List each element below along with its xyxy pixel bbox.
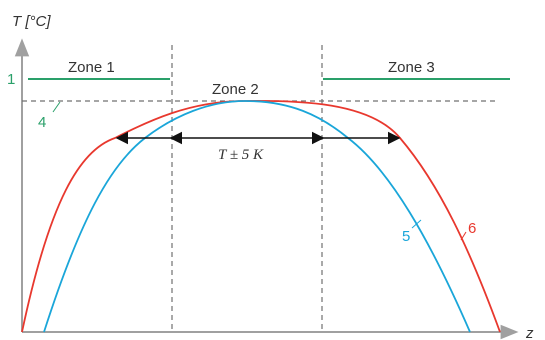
y-axis-label: T [°C] bbox=[12, 13, 51, 30]
marker-6: 6 bbox=[468, 220, 476, 237]
marker-5-leader bbox=[411, 219, 422, 229]
marker-6-leader bbox=[460, 231, 467, 241]
curve-5-cyan bbox=[43, 100, 471, 333]
zone1-label: Zone 1 bbox=[68, 59, 115, 76]
zone3-label: Zone 3 bbox=[388, 59, 435, 76]
curve-6-red bbox=[21, 99, 501, 333]
marker-4: 4 bbox=[38, 114, 46, 131]
zone2-label: Zone 2 bbox=[212, 81, 259, 98]
marker-4-leader bbox=[52, 101, 61, 113]
tolerance-label: T ± 5 K bbox=[218, 147, 264, 163]
marker-1: 1 bbox=[7, 71, 15, 88]
marker-5: 5 bbox=[402, 228, 410, 245]
x-axis-label: z bbox=[525, 325, 534, 340]
